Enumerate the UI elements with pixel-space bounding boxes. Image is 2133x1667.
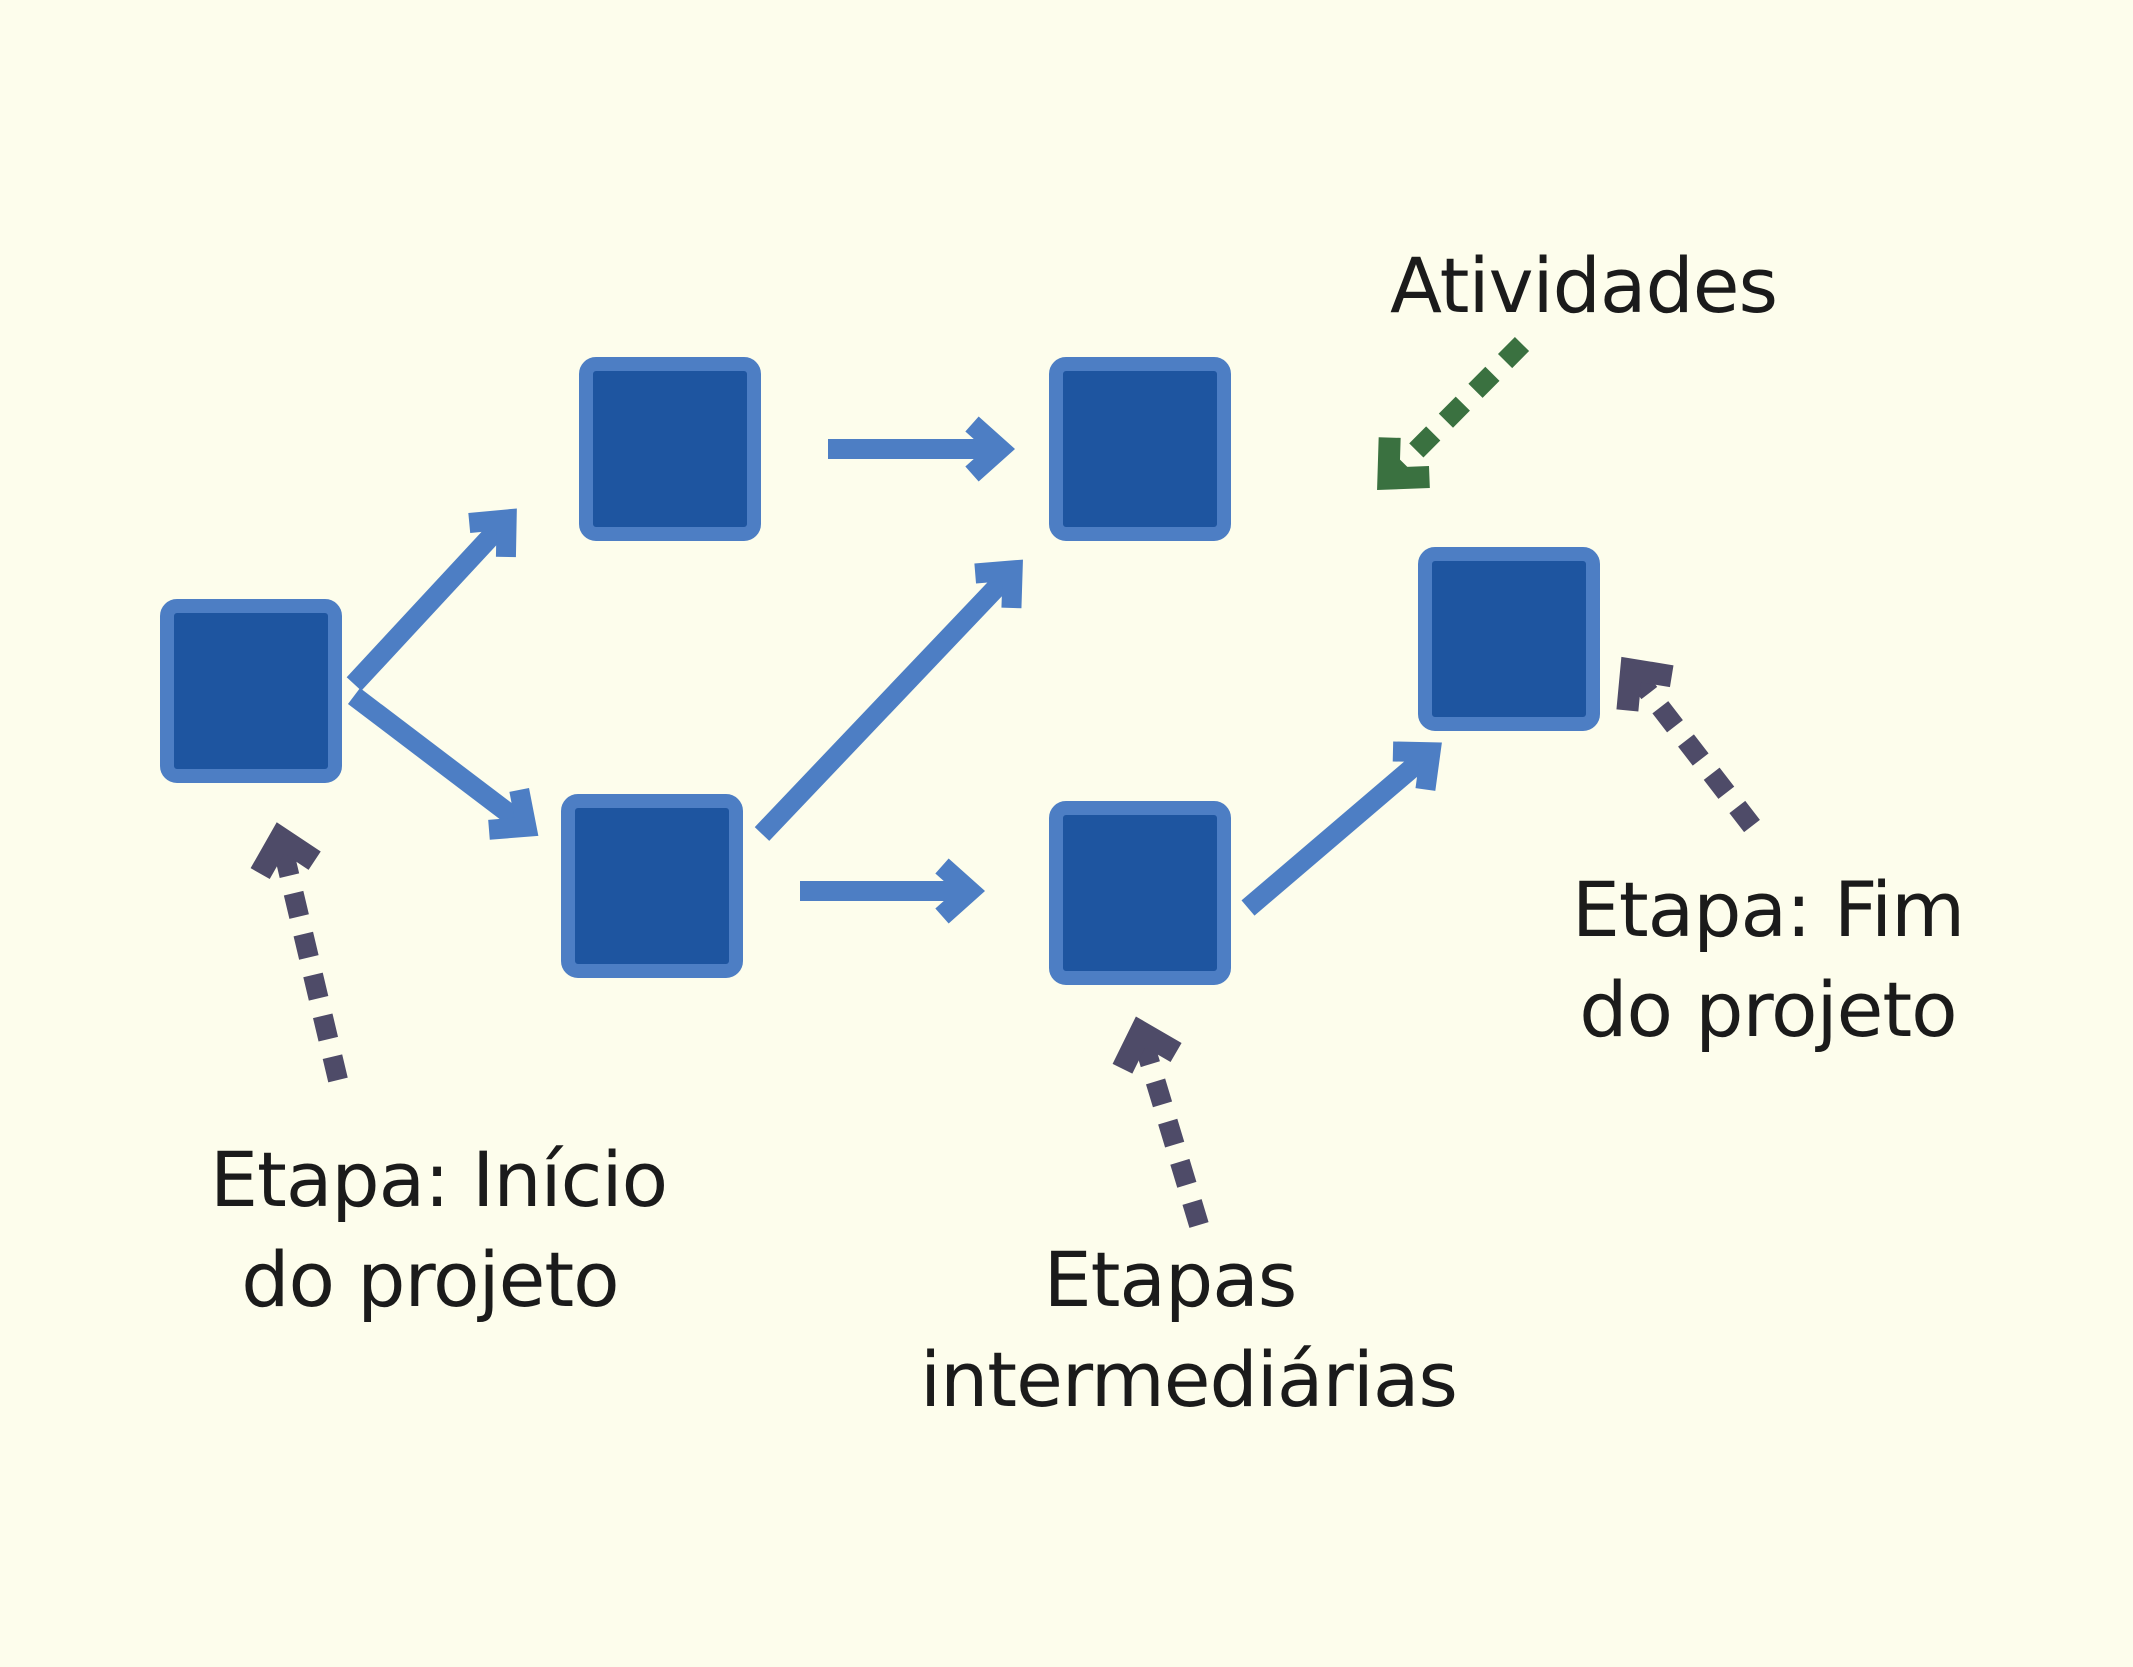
label-intermediarias: Etapas intermediárias (920, 1230, 1458, 1430)
arrow-lower2-to-fim (1241, 741, 1442, 916)
node-inicio (160, 599, 342, 783)
arrow-inicio-to-upper1 (346, 508, 517, 691)
pointer-inicio (250, 822, 348, 1083)
label-inicio: Etapa: Início do projeto (210, 1130, 668, 1330)
node-lower-2 (1049, 801, 1231, 985)
label-inicio-line1: Etapa: Início (210, 1135, 668, 1224)
label-fim-line1: Etapa: Fim (1571, 865, 1965, 954)
arrow-lower1-to-upper2 (754, 559, 1023, 841)
node-lower-1 (561, 794, 743, 978)
node-upper-2 (1049, 357, 1231, 541)
label-fim: Etapa: Fim do projeto (1558, 860, 1978, 1060)
node-upper-1 (579, 357, 761, 541)
label-fim-line2: do projeto (1579, 965, 1957, 1054)
pointer-atividades (1377, 336, 1530, 491)
pointer-fim (1616, 656, 1760, 833)
pointer-intermediarias (1112, 1016, 1209, 1228)
node-fim (1418, 547, 1600, 731)
label-inicio-line2: do projeto (241, 1235, 619, 1324)
label-atividades: Atividades (1390, 236, 1778, 336)
arrow-inicio-to-lower1 (347, 688, 539, 840)
label-intermediarias-line1: Etapas (1043, 1235, 1298, 1324)
label-intermediarias-line2: intermediárias (920, 1335, 1458, 1424)
label-atividades-text: Atividades (1390, 241, 1778, 330)
